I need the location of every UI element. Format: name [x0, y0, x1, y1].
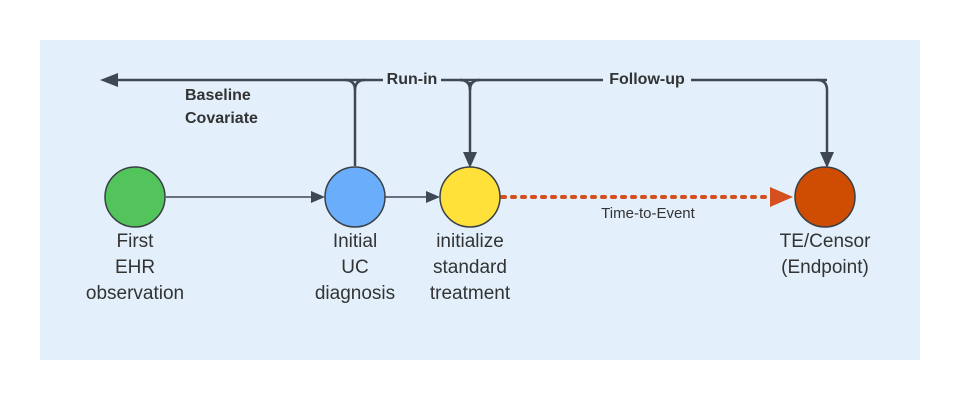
node-initialize-standard-treatment [439, 166, 501, 228]
follow-up-down-line [816, 78, 829, 160]
initialize-label-line1: initialize [436, 231, 504, 252]
down-arrow-icon [463, 152, 477, 168]
time-to-event-arrow-icon [770, 187, 793, 207]
run-in-label: Run-in [387, 71, 438, 88]
initial-label-line3: diagnosis [315, 283, 395, 304]
follow-up-label-bg [603, 70, 691, 88]
run-in-connector-right [353, 78, 366, 91]
time-to-event-label: Time-to-Event [601, 205, 695, 222]
endpoint-label-line1: TE/Censor [780, 231, 871, 252]
initial-label-line1: Initial [333, 231, 377, 252]
run-in-down-curve-right [468, 78, 481, 91]
node-first-ehr-observation [104, 166, 166, 228]
first-label-line3: observation [86, 283, 184, 304]
run-in-connector [344, 78, 357, 166]
first-label-line2: EHR [115, 257, 155, 278]
down-arrow-icon [820, 152, 834, 168]
right-arrow-icon [426, 191, 440, 203]
node-initial-uc-diagnosis [324, 166, 386, 228]
baseline-covariate-label-line1: Baseline [185, 87, 251, 104]
first-label-line1: First [117, 231, 155, 252]
endpoint-label-line2: (Endpoint) [781, 257, 869, 278]
run-in-label-bg [383, 70, 441, 88]
baseline-arrow-icon [100, 73, 118, 87]
right-arrow-icon [311, 191, 325, 203]
baseline-covariate-label-line2: Covariate [185, 110, 258, 127]
node-endpoint [794, 166, 856, 228]
follow-up-label: Follow-up [609, 71, 685, 88]
initialize-label-line2: standard [433, 257, 507, 278]
run-in-down-curve [459, 78, 472, 91]
initialize-label-line3: treatment [430, 283, 511, 304]
initial-label-line2: UC [341, 257, 368, 278]
